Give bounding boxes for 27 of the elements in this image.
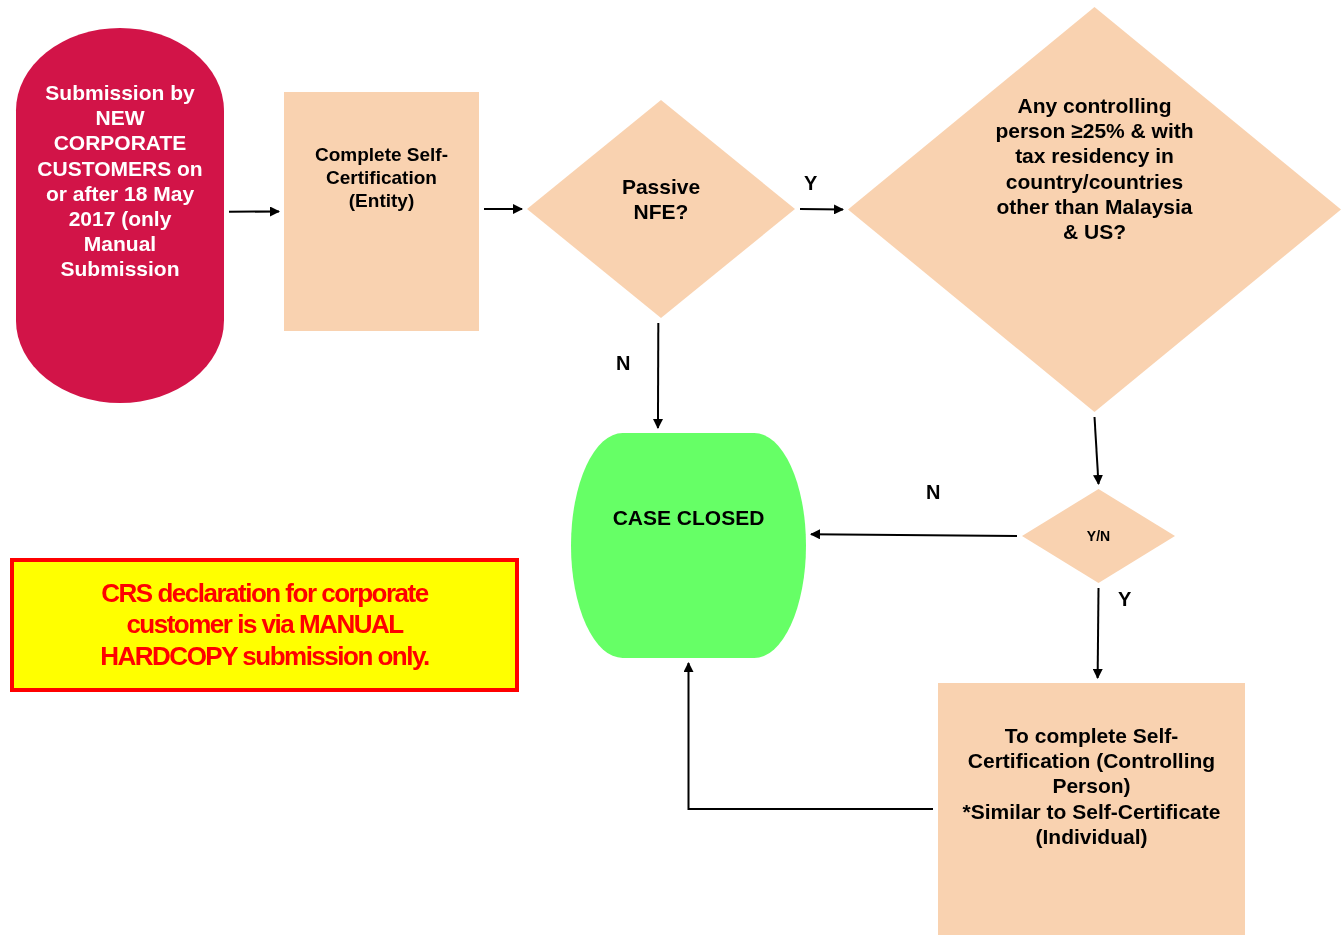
decision-diamond xyxy=(1022,489,1175,583)
arrow xyxy=(483,204,523,215)
node-text: To complete Self-Certification (Controlling Person) xyxy=(966,723,1217,799)
edge-label: Y xyxy=(804,172,818,195)
edge-label: N xyxy=(926,481,941,504)
arrow xyxy=(228,206,280,217)
edge-label: N xyxy=(616,352,631,375)
arrow xyxy=(810,529,1018,540)
note-box xyxy=(10,558,519,692)
node-text: Y/N xyxy=(1085,527,1112,545)
process-box xyxy=(938,683,1245,935)
process-box xyxy=(284,92,479,331)
node-text: Passive NFE? xyxy=(620,174,702,225)
node-text: Any controlling person ≥25% & with tax residency in country/countries other than Malaysia & US? xyxy=(994,93,1195,245)
decision-diamond xyxy=(848,7,1341,412)
node-text: CASE CLOSED xyxy=(611,505,766,531)
node-text: Complete Self-Certification (Entity) xyxy=(314,144,449,213)
arrow xyxy=(799,204,844,215)
node-text: *Similar to Self-Certificate (Individual) xyxy=(961,798,1222,849)
arrow xyxy=(653,322,663,429)
arrow xyxy=(1092,416,1103,485)
edge-label: Y xyxy=(1118,588,1132,611)
decision-diamond xyxy=(527,100,795,318)
node-text: CRS declaration for corporate customer is via MANUAL HARDCOPY submission only. xyxy=(99,578,430,672)
arrow xyxy=(1092,587,1103,679)
node-text: Submission by NEW CORPORATE CUSTOMERS on or after 18 May 2017 (only Manual Submission xyxy=(36,80,204,282)
arrow xyxy=(683,662,934,810)
